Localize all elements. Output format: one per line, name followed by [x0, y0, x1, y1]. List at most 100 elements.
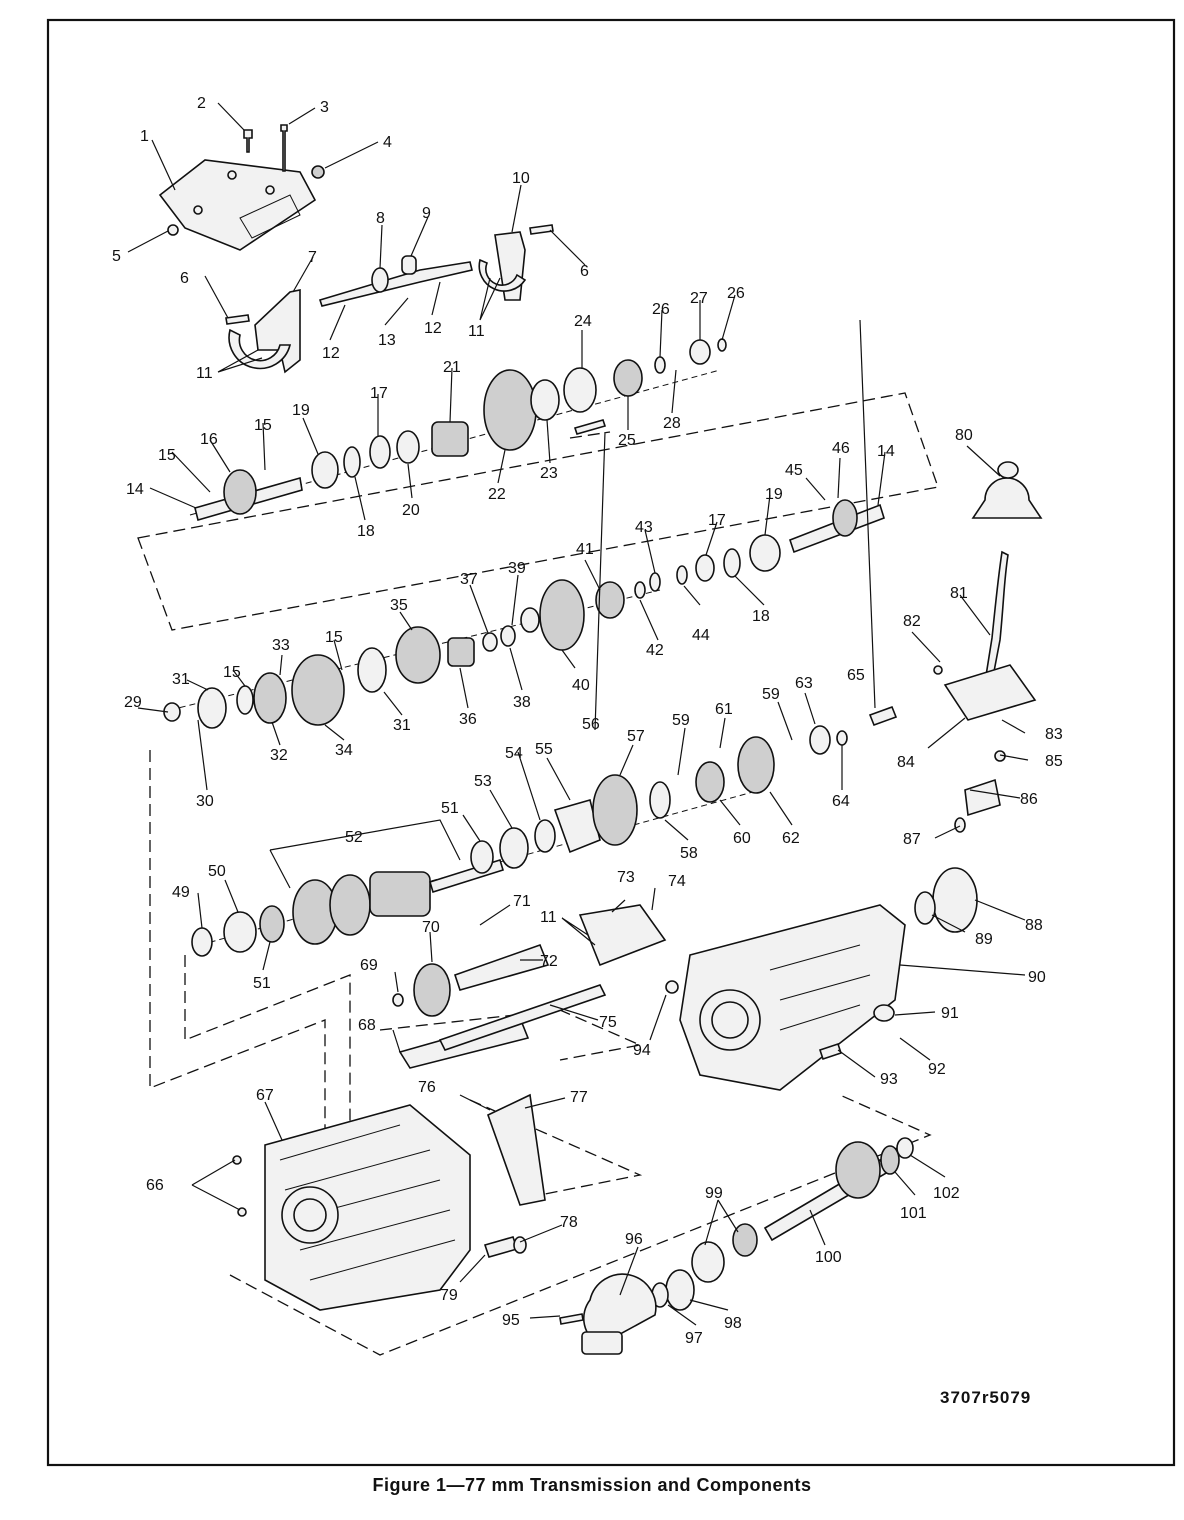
callout-87: 87 — [903, 831, 921, 848]
callout-30: 30 — [196, 793, 214, 810]
callout-20: 20 — [402, 502, 420, 519]
callout-32: 32 — [270, 747, 288, 764]
callout-18b: 18 — [752, 608, 770, 625]
callout-65: 65 — [847, 667, 865, 684]
callout-26a: 26 — [652, 301, 670, 318]
callout-102: 102 — [933, 1185, 960, 1202]
callout-76: 76 — [418, 1079, 436, 1096]
callout-80: 80 — [955, 427, 973, 444]
callout-40: 40 — [572, 677, 590, 694]
callout-31b: 31 — [393, 717, 411, 734]
reverse-idler-parts — [392, 904, 667, 1206]
callout-4: 4 — [383, 134, 392, 151]
callout-5: 5 — [112, 248, 121, 265]
callout-12b: 12 — [424, 320, 442, 337]
callout-84: 84 — [897, 754, 915, 771]
callout-6b: 6 — [580, 263, 589, 280]
callout-14b: 14 — [877, 443, 895, 460]
callout-35: 35 — [390, 597, 408, 614]
callout-26b: 26 — [727, 285, 745, 302]
callout-69: 69 — [360, 957, 378, 974]
extension-housing — [665, 867, 978, 1091]
callout-38: 38 — [513, 694, 531, 711]
transmission-case — [232, 1104, 527, 1311]
shift-forks-upper — [225, 224, 554, 374]
callout-19b: 19 — [765, 486, 783, 503]
callout-29: 29 — [124, 694, 142, 711]
callout-15a: 15 — [158, 447, 176, 464]
callout-66: 66 — [146, 1177, 164, 1194]
countershaft-assembly — [191, 419, 848, 957]
callout-75: 75 — [599, 1014, 617, 1031]
output-shaft-assembly — [559, 1137, 914, 1355]
callout-72: 72 — [540, 953, 558, 970]
callout-15d: 15 — [325, 629, 343, 646]
callout-15b: 15 — [254, 417, 272, 434]
figure-frame — [46, 18, 1176, 1467]
callout-63: 63 — [795, 675, 813, 692]
callout-39: 39 — [508, 560, 526, 577]
callout-9: 9 — [422, 205, 431, 222]
callout-71: 71 — [513, 893, 531, 910]
callout-57: 57 — [627, 728, 645, 745]
callout-42: 42 — [646, 642, 664, 659]
callout-43: 43 — [635, 519, 653, 536]
callout-51a: 51 — [441, 800, 459, 817]
callout-59a: 59 — [672, 712, 690, 729]
callout-41: 41 — [576, 541, 594, 558]
callout-27: 27 — [690, 290, 708, 307]
callout-89: 89 — [975, 931, 993, 948]
callout-14a: 14 — [126, 481, 144, 498]
callout-93: 93 — [880, 1071, 898, 1088]
callout-37: 37 — [460, 571, 478, 588]
callout-10: 10 — [512, 170, 530, 187]
mainshaft-upper-row — [189, 338, 727, 521]
callout-6a: 6 — [180, 270, 189, 287]
callout-22: 22 — [488, 486, 506, 503]
callout-95: 95 — [502, 1312, 520, 1329]
callout-82: 82 — [903, 613, 921, 630]
callout-97: 97 — [685, 1330, 703, 1347]
callout-51b: 51 — [253, 975, 271, 992]
callout-28: 28 — [663, 415, 681, 432]
callout-12a: 12 — [322, 345, 340, 362]
mainshaft-lower-row — [163, 579, 661, 729]
callout-49: 49 — [172, 884, 190, 901]
callout-23: 23 — [540, 465, 558, 482]
callout-99: 99 — [705, 1185, 723, 1202]
callout-1: 1 — [140, 128, 149, 145]
callout-46: 46 — [832, 440, 850, 457]
shift-cover — [158, 159, 317, 251]
shift-lever-assembly — [868, 461, 1043, 833]
callout-81: 81 — [950, 585, 968, 602]
callout-58: 58 — [680, 845, 698, 862]
callout-64: 64 — [832, 793, 850, 810]
callout-13: 13 — [378, 332, 396, 349]
figure-code: 3707r5079 — [940, 1388, 1031, 1407]
callout-100: 100 — [815, 1249, 842, 1266]
callout-62: 62 — [782, 830, 800, 847]
callout-56: 56 — [582, 716, 600, 733]
callout-53: 53 — [474, 773, 492, 790]
callout-34: 34 — [335, 742, 353, 759]
callout-77: 77 — [570, 1089, 588, 1106]
callout-91: 91 — [941, 1005, 959, 1022]
callout-50: 50 — [208, 863, 226, 880]
callout-94: 94 — [633, 1042, 651, 1059]
callout-36: 36 — [459, 711, 477, 728]
callout-67: 67 — [256, 1087, 274, 1104]
callout-19a: 19 — [292, 402, 310, 419]
callout-11b: 11 — [468, 323, 485, 340]
callout-labels: 1 2 3 4 5 6 6 7 8 9 10 11 11 11 12 12 13… — [112, 95, 1063, 1347]
callout-101: 101 — [900, 1205, 927, 1222]
callout-74: 74 — [668, 873, 686, 890]
callout-96: 96 — [625, 1231, 643, 1248]
callout-17b: 17 — [708, 512, 726, 529]
callout-18a: 18 — [357, 523, 375, 540]
callout-73: 73 — [617, 869, 635, 886]
callout-60: 60 — [733, 830, 751, 847]
callout-78: 78 — [560, 1214, 578, 1231]
callout-24: 24 — [574, 313, 592, 330]
callout-25: 25 — [618, 432, 636, 449]
callout-55: 55 — [535, 741, 553, 758]
